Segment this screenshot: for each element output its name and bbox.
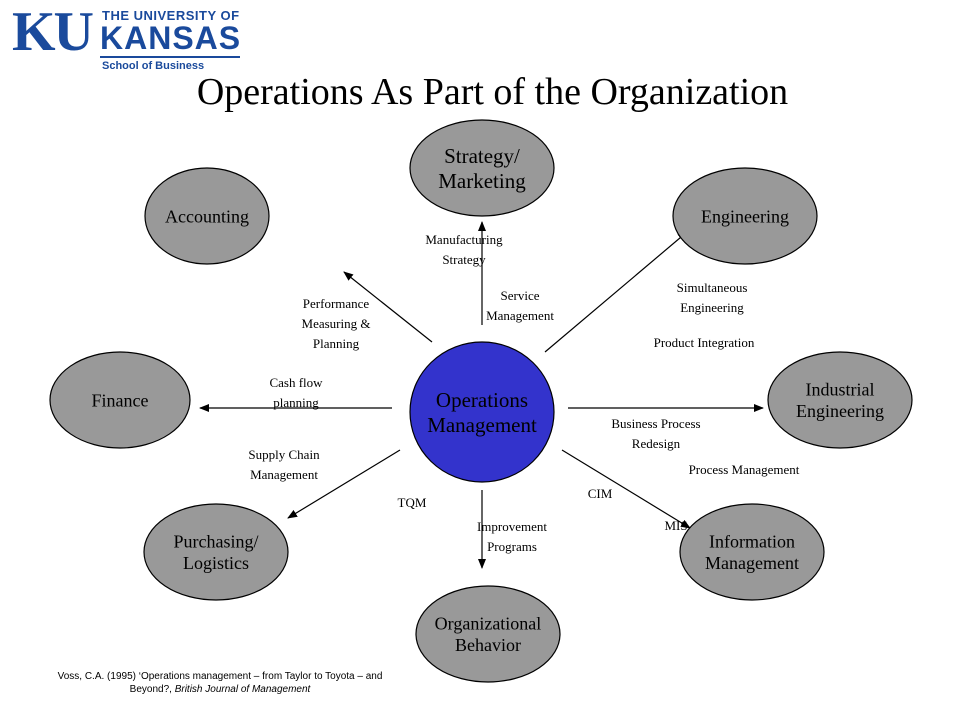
node-purchasing-logistics-label-line: Logistics bbox=[183, 553, 249, 573]
node-accounting: Accounting bbox=[144, 167, 270, 265]
label-manufacturing-strategy: Manufacturing bbox=[425, 232, 503, 247]
arrow-to-information bbox=[561, 449, 691, 529]
label-cim: CIM bbox=[588, 486, 613, 501]
arrows-group bbox=[199, 221, 764, 569]
label-supply-chain-management: Supply Chain bbox=[248, 447, 320, 462]
label-supply-chain-management: Management bbox=[250, 467, 318, 482]
label-service-management: Management bbox=[486, 308, 554, 323]
node-finance-shape bbox=[49, 351, 191, 449]
label-performance-measuring: Measuring & bbox=[302, 316, 371, 331]
label-cash-flow-planning: Cash flow bbox=[269, 375, 323, 390]
node-operations-management-shape bbox=[409, 341, 555, 483]
label-simultaneous-engineering: Simultaneous bbox=[677, 280, 748, 295]
node-operations-management-label-line: Management bbox=[427, 413, 537, 437]
node-industrial-engineering-label-line: Engineering bbox=[796, 401, 884, 421]
citation-line-2: Beyond?, British Journal of Management bbox=[20, 683, 420, 696]
node-purchasing-logistics: Purchasing/Logistics bbox=[143, 503, 289, 601]
node-purchasing-logistics-shape bbox=[143, 503, 289, 601]
node-organizational-behavior-shape bbox=[415, 585, 561, 683]
label-business-process-redesign: Redesign bbox=[632, 436, 681, 451]
logo-school-text: School of Business bbox=[102, 60, 205, 72]
label-improvement-programs: Programs bbox=[487, 539, 537, 554]
citation-prefix: Beyond?, bbox=[129, 684, 175, 695]
label-cash-flow-planning: planning bbox=[273, 395, 319, 410]
node-purchasing-logistics-label-line: Purchasing/ bbox=[174, 532, 259, 552]
label-simultaneous-engineering: Engineering bbox=[680, 300, 744, 315]
logo-divider bbox=[100, 56, 240, 58]
label-process-management: Process Management bbox=[689, 462, 800, 477]
label-performance-measuring: Planning bbox=[313, 336, 360, 351]
label-mis: MIS bbox=[664, 518, 687, 533]
label-manufacturing-strategy: Strategy bbox=[442, 252, 486, 267]
node-strategy-marketing-shape bbox=[409, 119, 555, 217]
node-operations-management-label-line: Operations bbox=[436, 388, 528, 412]
logo-ku-mark: KU bbox=[12, 1, 94, 63]
ku-logo: KU THE UNIVERSITY OF KANSAS School of Bu… bbox=[12, 1, 242, 74]
node-engineering: Engineering bbox=[672, 167, 818, 265]
citation-line-1: Voss, C.A. (1995) ‘Operations management… bbox=[57, 671, 383, 682]
page-title: Operations As Part of the Organization bbox=[196, 71, 789, 113]
node-accounting-shape bbox=[144, 167, 270, 265]
node-organizational-behavior-label-line: Behavior bbox=[455, 635, 521, 655]
label-performance-measuring: Performance bbox=[303, 296, 370, 311]
citation-journal: British Journal of Management bbox=[174, 684, 311, 695]
node-organizational-behavior-label-line: Organizational bbox=[435, 614, 542, 634]
logo-university-text: THE UNIVERSITY OF bbox=[102, 8, 240, 23]
node-finance-label-line: Finance bbox=[92, 390, 149, 410]
node-information-management-shape bbox=[679, 503, 825, 601]
node-information-management-label-line: Management bbox=[705, 553, 799, 573]
node-strategy-marketing-label-line: Strategy/ bbox=[444, 144, 520, 168]
node-engineering-shape bbox=[672, 167, 818, 265]
arrow-to-purchasing bbox=[287, 449, 401, 519]
label-improvement-programs: Improvement bbox=[477, 519, 547, 534]
label-business-process-redesign: Business Process bbox=[611, 416, 700, 431]
logo-kansas-text: KANSAS bbox=[100, 20, 242, 56]
node-information-management-label-line: Information bbox=[709, 532, 795, 552]
node-strategy-marketing: Strategy/Marketing bbox=[409, 119, 555, 217]
arrow-to-accounting bbox=[343, 271, 433, 343]
node-accounting-label-line: Accounting bbox=[165, 206, 249, 226]
node-industrial-engineering-shape bbox=[767, 351, 913, 449]
node-strategy-marketing-label-line: Marketing bbox=[438, 169, 526, 193]
arrow-to-engineering bbox=[544, 231, 688, 353]
node-industrial-engineering-label-line: Industrial bbox=[806, 380, 875, 400]
node-engineering-label-line: Engineering bbox=[701, 206, 789, 226]
label-product-integration: Product Integration bbox=[654, 335, 755, 350]
citation: Voss, C.A. (1995) ‘Operations management… bbox=[20, 670, 420, 696]
label-tqm: TQM bbox=[398, 495, 427, 510]
node-finance: Finance bbox=[49, 351, 191, 449]
label-service-management: Service bbox=[501, 288, 540, 303]
